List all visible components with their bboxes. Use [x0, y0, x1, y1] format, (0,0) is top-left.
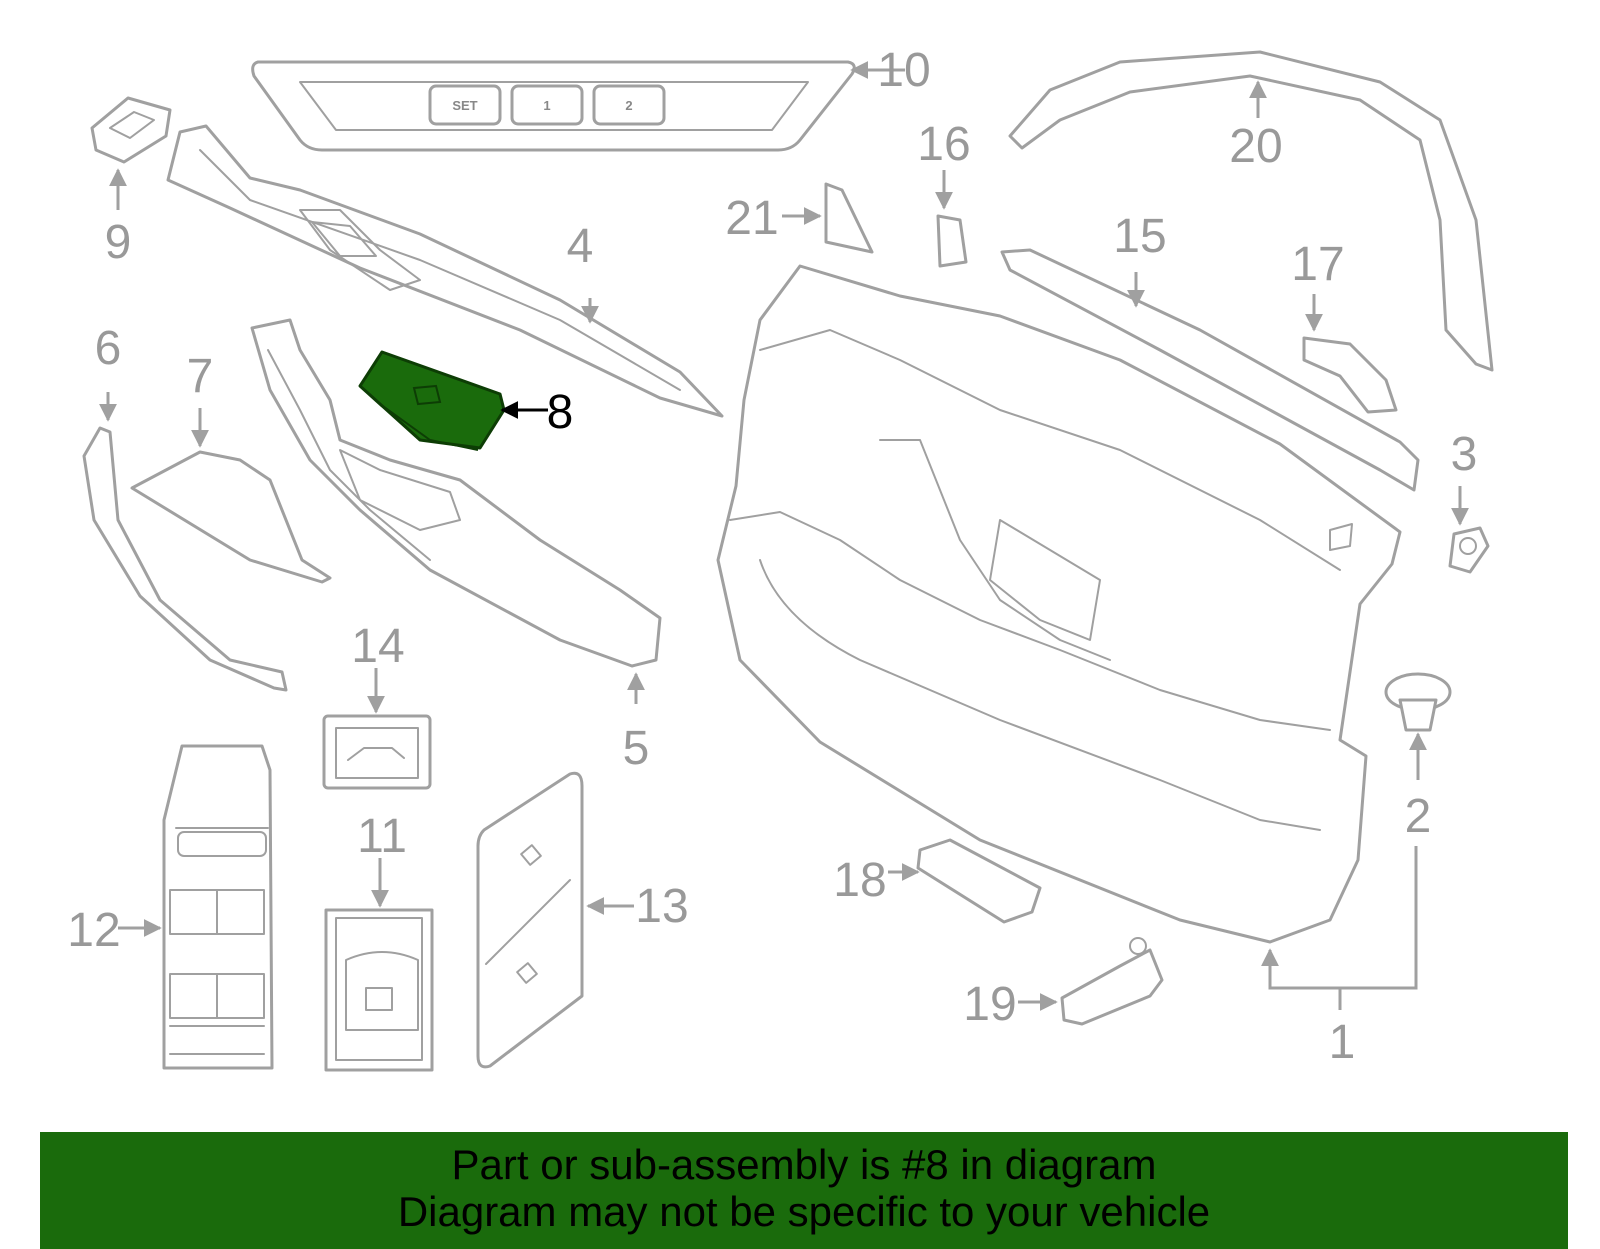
callout-8-highlighted: 8: [547, 386, 574, 439]
part-7-panel: [130, 408, 332, 584]
part-17-bracket: [1302, 294, 1398, 414]
part-14-switch: [322, 668, 432, 790]
part-8-window-switch-highlighted: [358, 350, 548, 451]
part-11-switch: [324, 858, 434, 1072]
part-19-connector: [1018, 937, 1164, 1026]
callout-21: 21: [725, 192, 778, 245]
info-banner: Part or sub-assembly is #8 in diagram Di…: [40, 1132, 1568, 1249]
part-9-switch: [90, 96, 172, 210]
callout-3: 3: [1451, 428, 1478, 481]
callout-19: 19: [963, 978, 1016, 1031]
memory-2-button-shape: [592, 84, 666, 126]
callout-14: 14: [351, 620, 404, 673]
callout-7: 7: [187, 350, 214, 403]
callout-18: 18: [833, 854, 886, 907]
part-6-trim: [82, 392, 288, 692]
part-20-frame-trim: [1008, 50, 1494, 372]
callout-9: 9: [105, 216, 132, 269]
set-button-shape: [428, 84, 502, 126]
part-13-lock-panel: [476, 771, 634, 1069]
callout-11: 11: [357, 810, 407, 863]
memory-1-button-label: 1: [543, 98, 550, 113]
memory-1-button-shape: [510, 84, 584, 126]
callout-17: 17: [1291, 238, 1344, 291]
part-15-seal-strip: [1000, 248, 1420, 492]
memory-2-button-label: 2: [625, 98, 632, 113]
set-button-label: SET: [452, 98, 477, 113]
callout-6: 6: [95, 322, 122, 375]
callout-15: 15: [1113, 210, 1166, 263]
callout-4: 4: [567, 220, 594, 273]
part-3-clip: [1448, 486, 1490, 574]
banner-disclaimer: Diagram may not be specific to your vehi…: [397, 1188, 1211, 1235]
part-10-memory-switch-panel: SET 1 2: [251, 60, 905, 152]
callout-13: 13: [635, 880, 688, 933]
part-18-light: [888, 838, 1042, 924]
callout-10: 10: [877, 44, 930, 97]
callout-20: 20: [1229, 120, 1282, 173]
part-5-armrest: [250, 318, 662, 704]
callout-1: 1: [1329, 1016, 1356, 1069]
callout-5: 5: [623, 722, 650, 775]
part-16-bracket: [935, 170, 968, 268]
callout-12: 12: [67, 904, 120, 957]
banner-part-note: Part or sub-assembly is #8 in diagram: [451, 1141, 1157, 1188]
part-21-corner-trim: [782, 182, 874, 254]
callout-2: 2: [1405, 790, 1432, 843]
part-2-clip: [1384, 672, 1452, 780]
part-12-switch-block: [118, 744, 274, 1070]
part-4-trim-strip: [166, 124, 724, 418]
callout-16: 16: [917, 118, 970, 171]
part-1-door-panel: [716, 264, 1418, 1010]
